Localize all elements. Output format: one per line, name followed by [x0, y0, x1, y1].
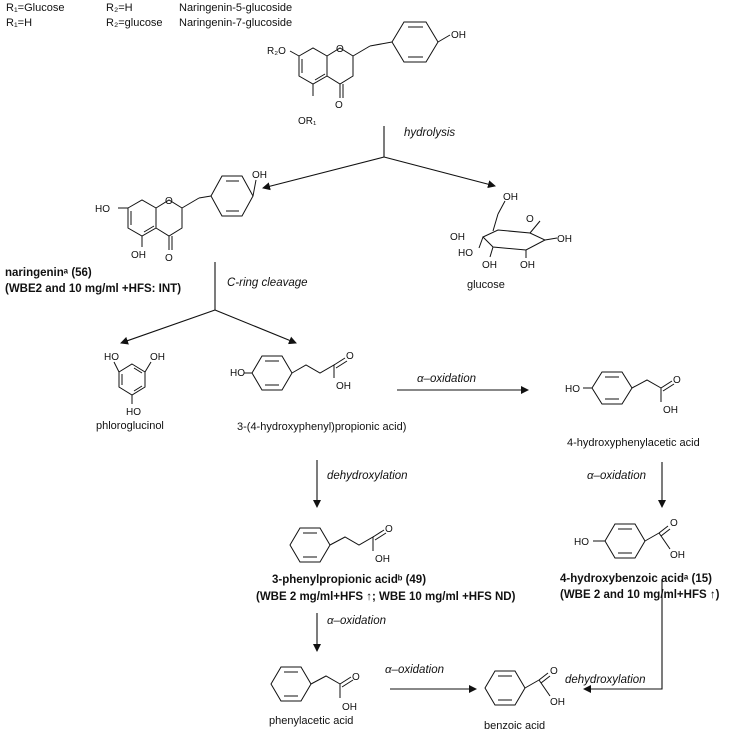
- carbonyl-oxygen-label: O: [673, 375, 681, 386]
- hydroxyl-label: HO: [230, 368, 245, 379]
- hydroxyl-label: OH: [520, 260, 535, 271]
- hydroxyl-label: OH: [450, 232, 465, 243]
- compound-phloroglucinol: phloroglucinol: [96, 420, 164, 432]
- benzoic-acid-structure: O OH: [484, 666, 565, 708]
- step-dehydroxylation-2: dehydroxylation: [565, 674, 646, 686]
- ketone-oxygen-label: O: [165, 253, 173, 264]
- compound-hydroxyphenylpropionic-acid: 3-(4-hydroxyphenyl)propionic acid): [237, 421, 407, 433]
- glucose-structure: OH O OH OH HO OH OH: [450, 192, 572, 271]
- phenylacetic-acid-structure: O OH: [270, 666, 360, 713]
- step-alpha-oxidation-2: α–oxidation: [587, 470, 646, 482]
- hydroxyl-label: OH: [482, 260, 497, 271]
- hydroxyl-label: OH: [503, 192, 518, 203]
- hydroxybenzoic-acid-structure: HO O OH: [574, 518, 685, 561]
- compound-hydroxybenzoic-acid-note: (WBE 2 and 10 mg/ml+HFS ↑): [560, 589, 720, 601]
- acid-hydroxyl-label: OH: [550, 697, 565, 708]
- compound-glucose: glucose: [467, 279, 505, 291]
- hydroxyl-label: HO: [95, 204, 110, 215]
- legend-naringenin-7-glucoside: Naringenin-7-glucoside: [179, 17, 293, 29]
- hydroxyl-label: OH: [131, 250, 146, 261]
- legend-r1-glucose: R₁=Glucose: [6, 2, 65, 14]
- legend-r2-glucose: R₂=glucose: [106, 17, 163, 29]
- hydroxyl-label: HO: [104, 352, 119, 363]
- naringenin-glucoside-structure: O O OH R₂O OR₁: [267, 21, 466, 127]
- step-hydrolysis: hydrolysis: [404, 127, 456, 139]
- c-ring-cleavage-arrows: [120, 262, 297, 345]
- hydroxyl-label: OH: [252, 170, 267, 181]
- carbonyl-oxygen-label: O: [550, 666, 558, 677]
- hydroxyl-label: OH: [451, 30, 466, 41]
- acid-hydroxyl-label: OH: [663, 405, 678, 416]
- step-alpha-oxidation-1: α–oxidation: [417, 373, 476, 385]
- dehydroxylation-arrow-2: [583, 580, 663, 693]
- carbonyl-oxygen-label: O: [670, 518, 678, 529]
- hydroxyl-label: HO: [565, 384, 580, 395]
- hydroxyphenylacetic-acid-structure: HO O OH: [565, 371, 681, 416]
- step-c-ring-cleavage: C-ring cleavage: [227, 277, 308, 289]
- compound-phenylacetic-acid: phenylacetic acid: [269, 715, 354, 727]
- compound-benzoic-acid: benzoic acid: [484, 720, 546, 732]
- hydroxyl-label: HO: [126, 407, 141, 418]
- compound-naringenin-note: (WBE2 and 10 mg/ml +HFS: INT): [5, 283, 182, 295]
- compound-hydroxyphenylacetic-acid: 4-hydroxyphenylacetic acid: [567, 437, 700, 449]
- legend-naringenin-5-glucoside: Naringenin-5-glucoside: [179, 2, 293, 14]
- step-dehydroxylation-1: dehydroxylation: [327, 470, 408, 482]
- acid-hydroxyl-label: OH: [336, 381, 351, 392]
- hydroxyl-label: HO: [458, 248, 473, 259]
- ring-oxygen-label: O: [526, 214, 534, 225]
- legend-r2-h: R₂=H: [106, 2, 133, 14]
- hydroxyl-label: HO: [574, 537, 589, 548]
- carbonyl-oxygen-label: O: [352, 672, 360, 683]
- ring-oxygen-label: O: [165, 196, 173, 207]
- compound-hydroxybenzoic-acid: 4-hydroxybenzoic acidᵃ (15): [560, 573, 712, 585]
- step-alpha-oxidation-3: α–oxidation: [327, 615, 386, 627]
- carbonyl-oxygen-label: O: [346, 351, 354, 362]
- hydrolysis-arrows: [262, 126, 496, 191]
- ketone-oxygen-label: O: [335, 100, 343, 111]
- r2o-label: R₂O: [267, 46, 286, 57]
- naringenin-structure: O O OH HO OH: [95, 170, 267, 264]
- hydroxyphenylpropionic-acid-structure: HO O OH: [230, 351, 354, 392]
- hydroxyl-label: OH: [557, 234, 572, 245]
- compound-phenylpropionic-acid-note: (WBE 2 mg/ml+HFS ↑; WBE 10 mg/ml +HFS ND…: [256, 591, 516, 603]
- acid-hydroxyl-label: OH: [375, 554, 390, 565]
- phenylpropionic-acid-structure: O OH: [289, 524, 393, 565]
- hydroxyl-label: OH: [150, 352, 165, 363]
- acid-hydroxyl-label: OH: [342, 702, 357, 713]
- acid-hydroxyl-label: OH: [670, 550, 685, 561]
- compound-phenylpropionic-acid: 3-phenylpropionic acidᵇ (49): [272, 574, 427, 586]
- ring-oxygen-label: O: [336, 44, 344, 55]
- carbonyl-oxygen-label: O: [385, 524, 393, 535]
- compound-naringenin: naringeninᵃ (56): [5, 267, 92, 279]
- step-alpha-oxidation-4: α–oxidation: [385, 664, 444, 676]
- or1-label: OR₁: [298, 116, 317, 127]
- legend-r1-h: R₁=H: [6, 17, 33, 29]
- phloroglucinol-structure: HO OH HO: [104, 352, 165, 418]
